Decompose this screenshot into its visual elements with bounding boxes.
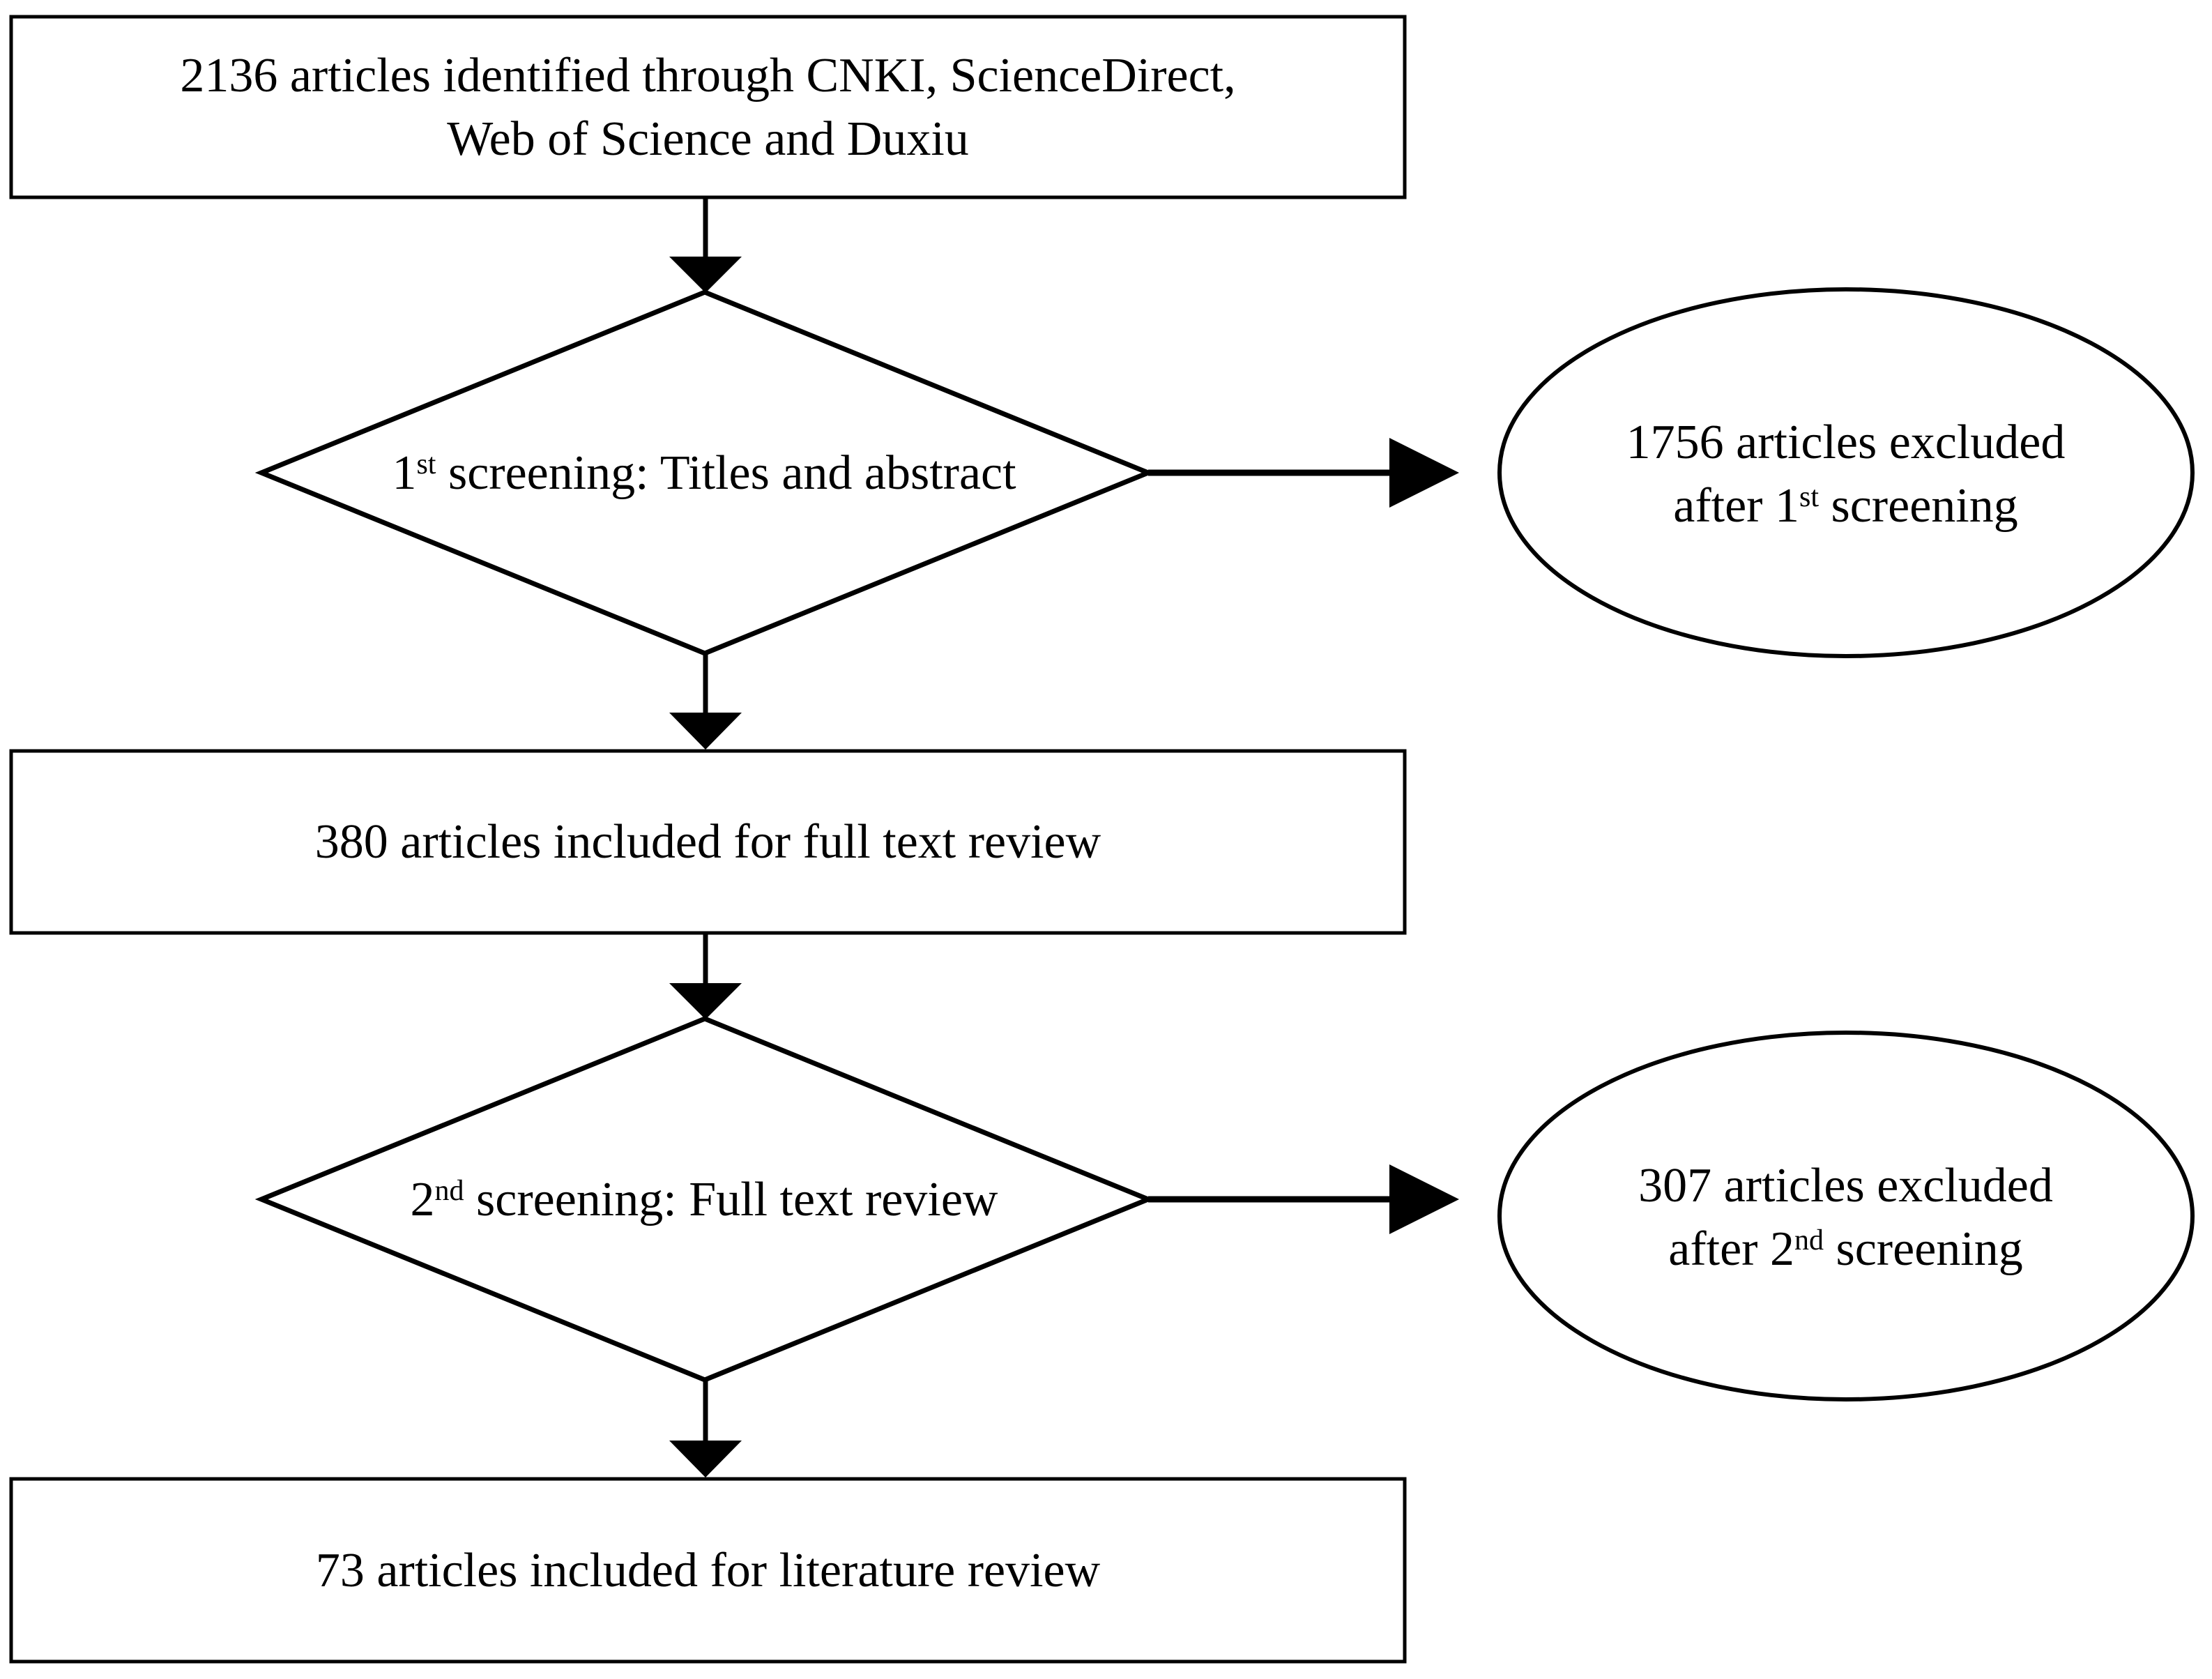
arrow-screening1-to-excluded1-head [1389,438,1459,508]
ellipse-excluded-1-shape [1497,287,2195,658]
diamond-screening-2-shape [254,1016,1155,1383]
box-literature-review-shape [9,1477,1407,1664]
box-identified-shape [9,15,1407,199]
arrow-identified-to-screening1-head [669,257,742,293]
box-full-text-shape [9,749,1407,935]
arrow-fulltext-to-screening2-head [669,983,742,1019]
arrow-screening2-to-literature-head [669,1441,742,1477]
diamond-screening-1-shape [254,289,1155,656]
arrow-screening2-to-excluded2-head [1389,1164,1459,1234]
arrow-screening1-to-fulltext-head [669,713,742,750]
ellipse-excluded-2-shape [1497,1031,2195,1401]
